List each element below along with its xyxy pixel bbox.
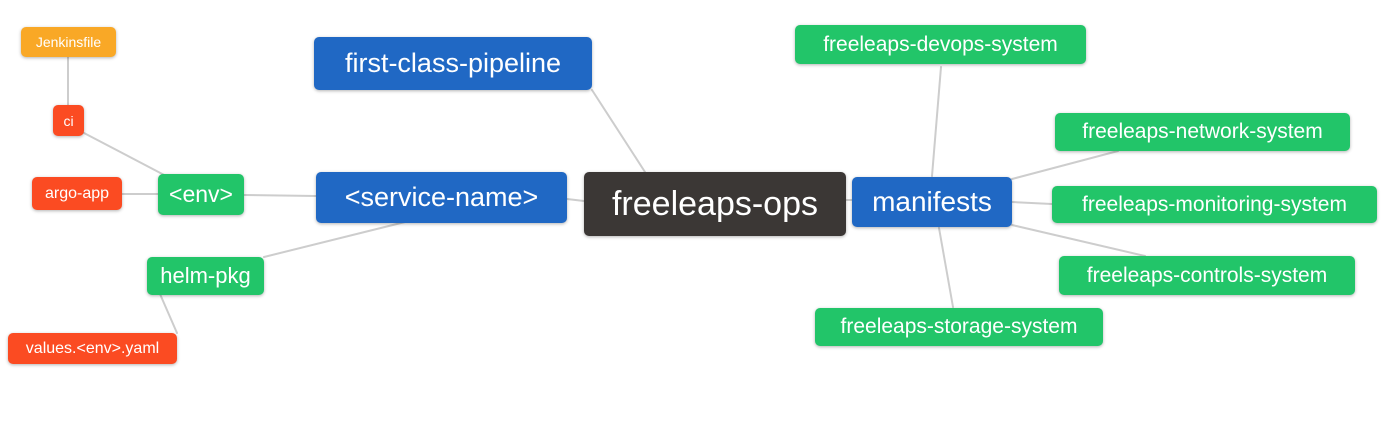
edge-helm-pkg-to-values-env-yaml [159, 293, 178, 334]
edge-service-name-to-helm-pkg [263, 221, 406, 258]
node-freeleaps-monitoring-system[interactable]: freeleaps-monitoring-system [1052, 186, 1377, 223]
node-ci[interactable]: ci [53, 105, 84, 136]
node-freeleaps-ops[interactable]: freeleaps-ops [584, 172, 846, 236]
edge-first-class-pipeline-to-freeleaps-ops [591, 89, 646, 173]
node-freeleaps-storage-system[interactable]: freeleaps-storage-system [815, 308, 1103, 346]
node-freeleaps-network-system[interactable]: freeleaps-network-system [1055, 113, 1350, 151]
edge-manifests-to-freeleaps-storage-system [938, 227, 954, 308]
node-helm-pkg[interactable]: helm-pkg [147, 257, 264, 295]
node-jenkinsfile[interactable]: Jenkinsfile [21, 27, 116, 57]
edge-ci-to-env [83, 132, 169, 178]
node-env[interactable]: <env> [158, 174, 244, 215]
edge-manifests-to-freeleaps-monitoring-system [1011, 201, 1053, 205]
node-manifests[interactable]: manifests [852, 177, 1012, 227]
node-first-class-pipeline[interactable]: first-class-pipeline [314, 37, 592, 90]
node-service-name[interactable]: <service-name> [316, 172, 567, 223]
node-freeleaps-controls-system[interactable]: freeleaps-controls-system [1059, 256, 1355, 295]
edge-manifests-to-freeleaps-network-system [1011, 150, 1119, 180]
edge-env-to-service-name [243, 194, 317, 197]
node-argo-app[interactable]: argo-app [32, 177, 122, 210]
edge-manifests-to-freeleaps-devops-system [931, 66, 942, 177]
node-values-env-yaml[interactable]: values.<env>.yaml [8, 333, 177, 364]
edge-manifests-to-freeleaps-controls-system [1011, 224, 1146, 257]
edge-service-name-to-freeleaps-ops [566, 198, 585, 202]
node-freeleaps-devops-system[interactable]: freeleaps-devops-system [795, 25, 1086, 64]
